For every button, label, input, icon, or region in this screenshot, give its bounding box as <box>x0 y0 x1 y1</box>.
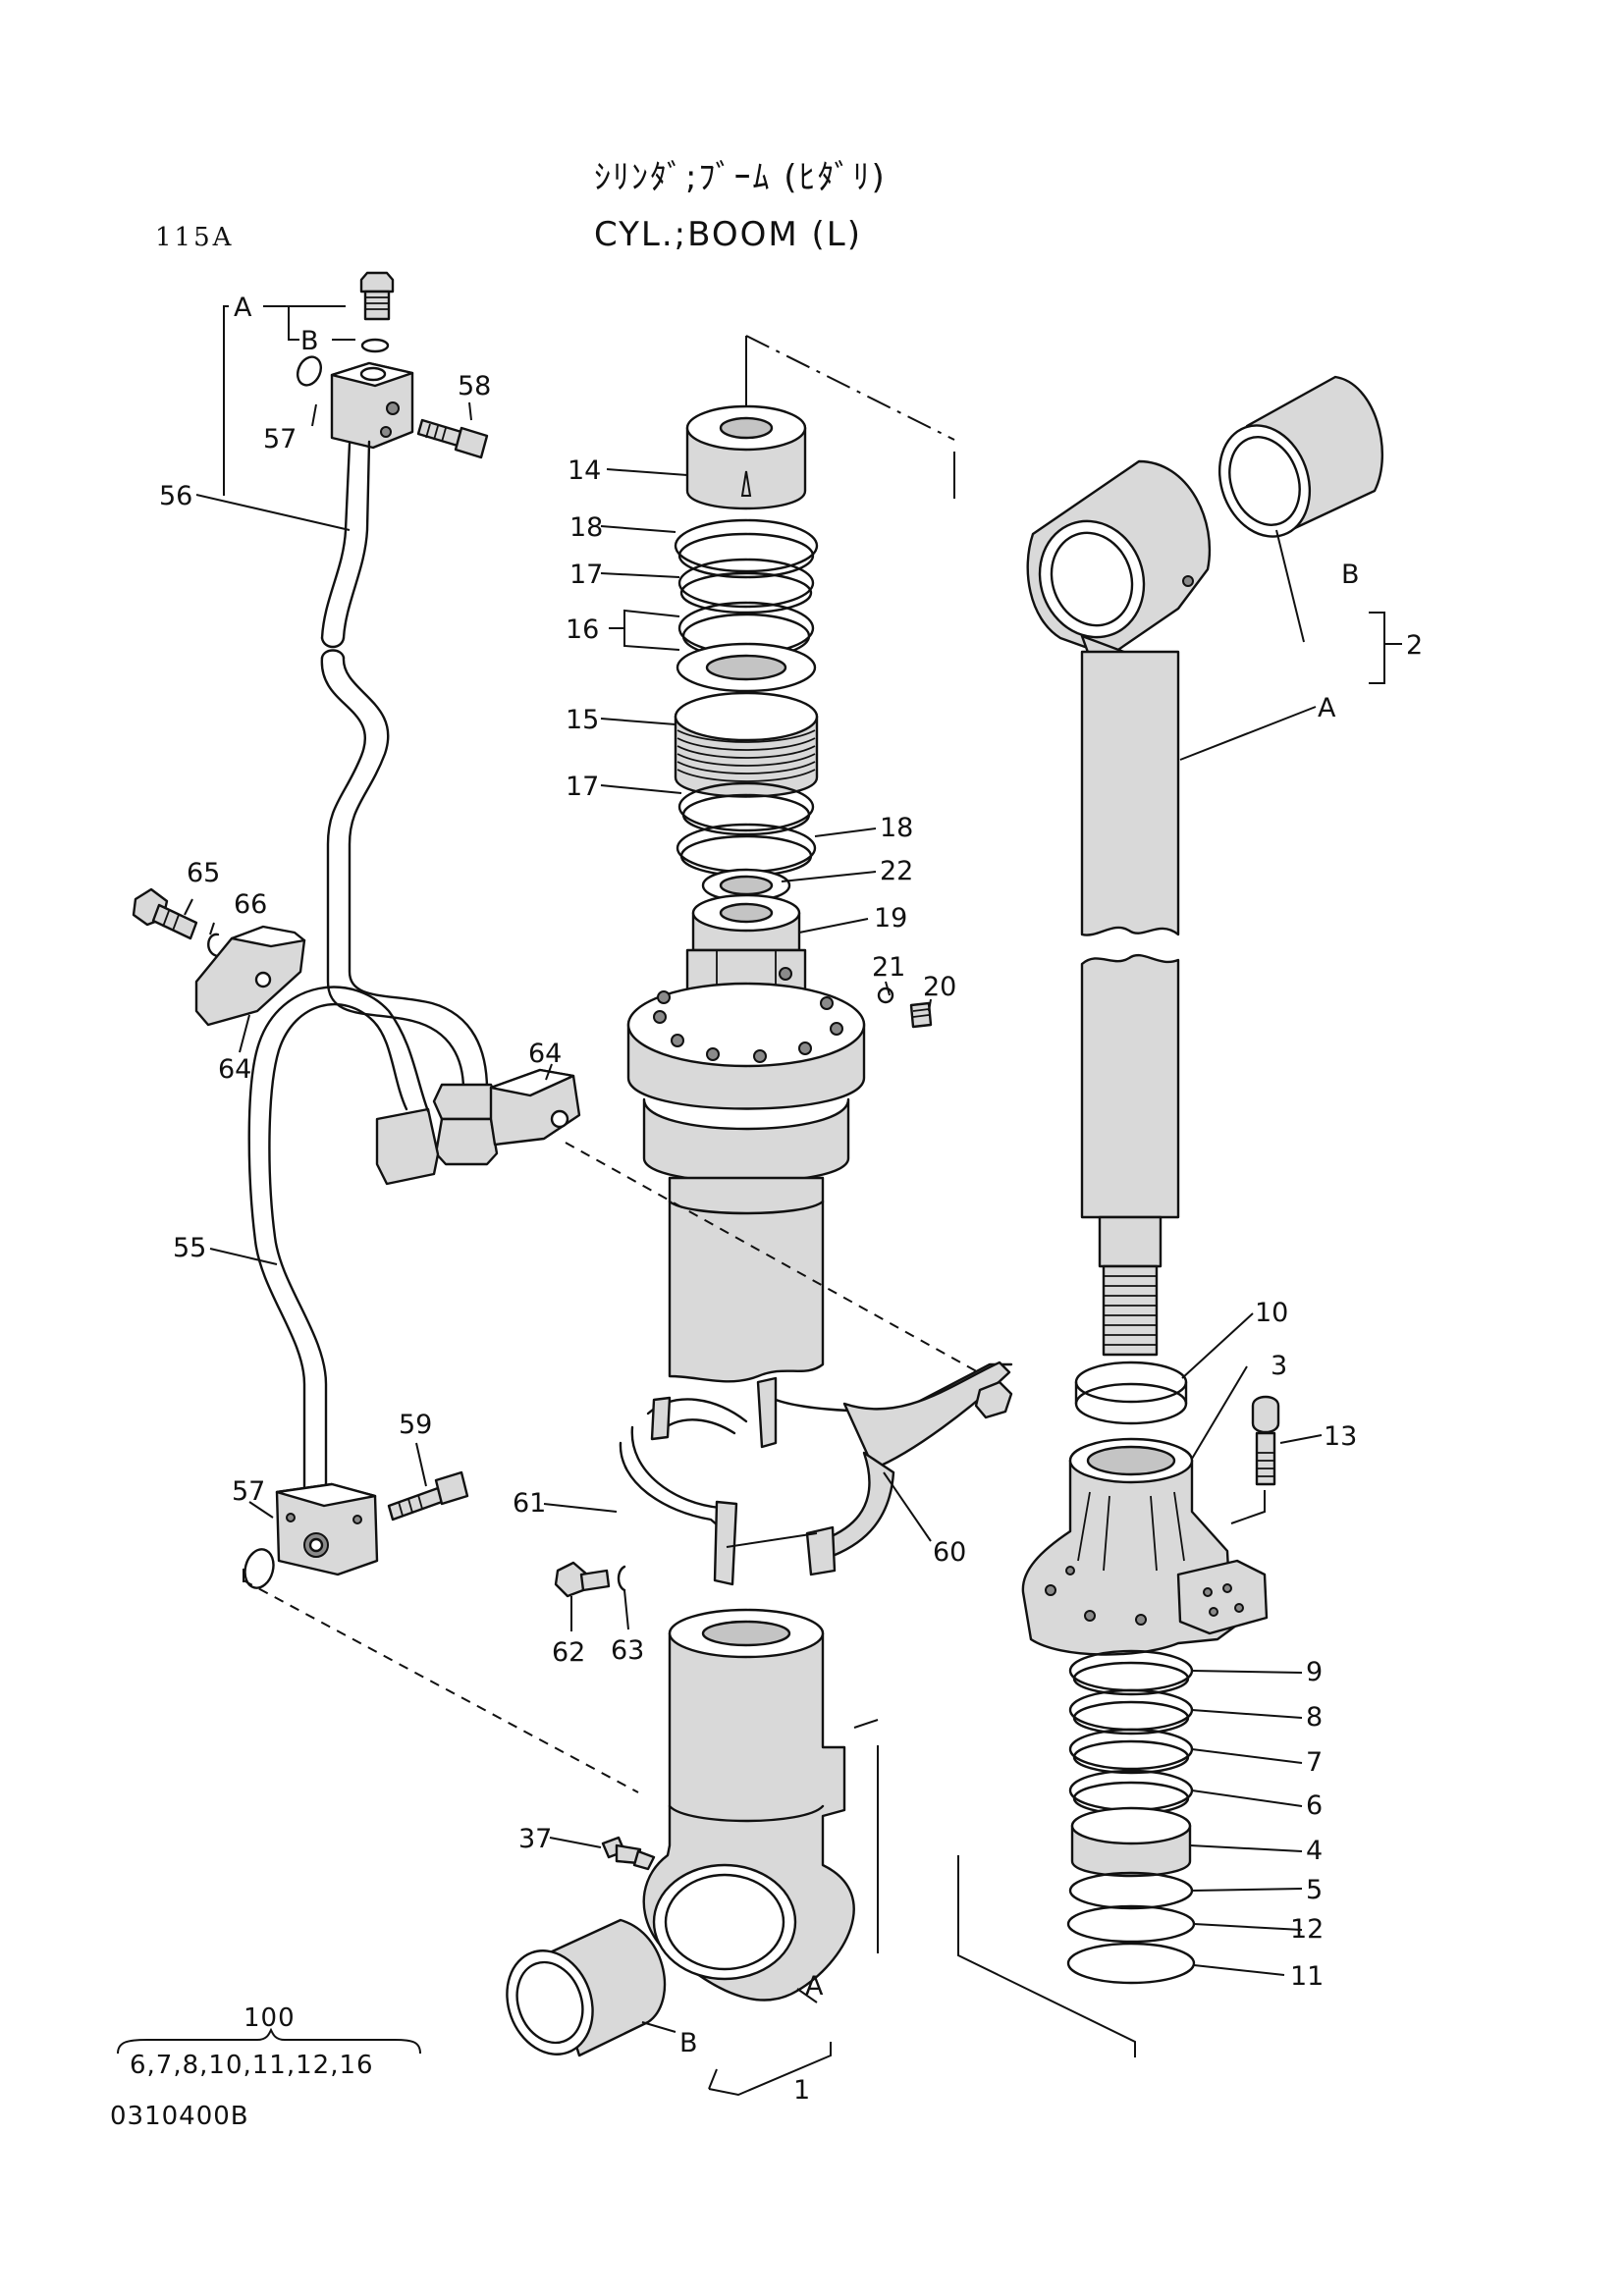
callout-22: 22 <box>880 856 913 886</box>
tube-bushing <box>506 1918 667 2057</box>
assembly-contents: 6,7,8,10,11,12,16 <box>130 2051 374 2080</box>
callout-11: 11 <box>1290 1961 1324 1992</box>
callout-b-pipe: B <box>300 326 319 356</box>
callout-20: 20 <box>923 972 956 1002</box>
callout-17-lower: 17 <box>566 772 599 802</box>
callout-10: 10 <box>1255 1298 1288 1328</box>
callout-63: 63 <box>611 1635 644 1666</box>
piston-rod-2 <box>1026 459 1212 1357</box>
rod-bushing <box>1217 375 1383 538</box>
rod-head-seals <box>957 1361 1280 2057</box>
callout-16: 16 <box>566 614 599 645</box>
callout-6: 6 <box>1306 1790 1323 1821</box>
callout-13: 13 <box>1324 1421 1357 1452</box>
callout-b-tube: B <box>679 2028 698 2058</box>
callout-21: 21 <box>872 952 905 983</box>
callout-4: 4 <box>1306 1836 1323 1866</box>
callout-12: 12 <box>1290 1914 1324 1945</box>
callout-15: 15 <box>566 705 599 735</box>
callout-37: 37 <box>518 1824 552 1854</box>
assembly-number: 100 <box>243 2003 296 2033</box>
page-code: 115A <box>155 223 234 252</box>
cylinder-tube-1 <box>243 1569 879 2002</box>
callout-57-lower: 57 <box>232 1476 265 1507</box>
callout-64-right: 64 <box>528 1039 562 1069</box>
drawing-number: 0310400B <box>110 2102 249 2131</box>
pipe-56-assembly <box>223 271 501 1166</box>
callout-b-rod: B <box>1341 560 1360 590</box>
assembly-legend: 100 6,7,8,10,11,12,16 0310400B <box>110 2003 421 2131</box>
callout-18-lower: 18 <box>880 813 913 843</box>
callout-a-pipe: A <box>234 293 252 323</box>
callout-64-left: 64 <box>218 1054 251 1085</box>
callout-17-upper: 17 <box>569 560 603 590</box>
title-katakana: ｼﾘﾝﾀﾞ;ﾌﾞｰﾑ (ﾋﾀﾞﾘ) <box>594 158 887 197</box>
callout-a-rod: A <box>1318 693 1336 723</box>
callout-61: 61 <box>513 1488 546 1519</box>
callout-18-upper: 18 <box>569 512 603 543</box>
pipe-55-assembly <box>243 986 469 1589</box>
callout-56: 56 <box>159 481 192 511</box>
callout-57-upper: 57 <box>263 424 297 454</box>
callout-66: 66 <box>234 889 267 920</box>
callout-60: 60 <box>933 1537 966 1568</box>
title: CYL.;BOOM (L) <box>594 215 862 254</box>
callout-1: 1 <box>793 2075 810 2106</box>
callout-59: 59 <box>399 1410 432 1440</box>
cylinder-head-flange <box>626 982 866 1383</box>
callouts: 14 18 17 16 15 17 18 22 19 21 20 A B 57 … <box>159 293 1423 2106</box>
callout-7: 7 <box>1306 1747 1323 1778</box>
callout-5: 5 <box>1306 1875 1323 1905</box>
callout-55: 55 <box>173 1233 206 1263</box>
callout-9: 9 <box>1306 1657 1323 1687</box>
callout-3: 3 <box>1271 1351 1287 1381</box>
callout-58: 58 <box>458 371 491 401</box>
callout-19: 19 <box>874 903 907 934</box>
callout-2: 2 <box>1406 630 1423 661</box>
callout-65: 65 <box>187 858 220 888</box>
callout-a-tube: A <box>805 1971 824 2002</box>
tube-band-clamp <box>554 1142 1013 1598</box>
clamp-64-lower <box>489 1068 581 1147</box>
callout-62: 62 <box>552 1637 585 1668</box>
callout-8: 8 <box>1306 1702 1323 1733</box>
callout-14: 14 <box>568 455 601 486</box>
assembly-brace <box>117 2027 421 2055</box>
clamp-64-upper <box>132 887 306 1027</box>
callout-leaders <box>184 401 1402 2097</box>
piston-stack <box>674 335 955 1029</box>
